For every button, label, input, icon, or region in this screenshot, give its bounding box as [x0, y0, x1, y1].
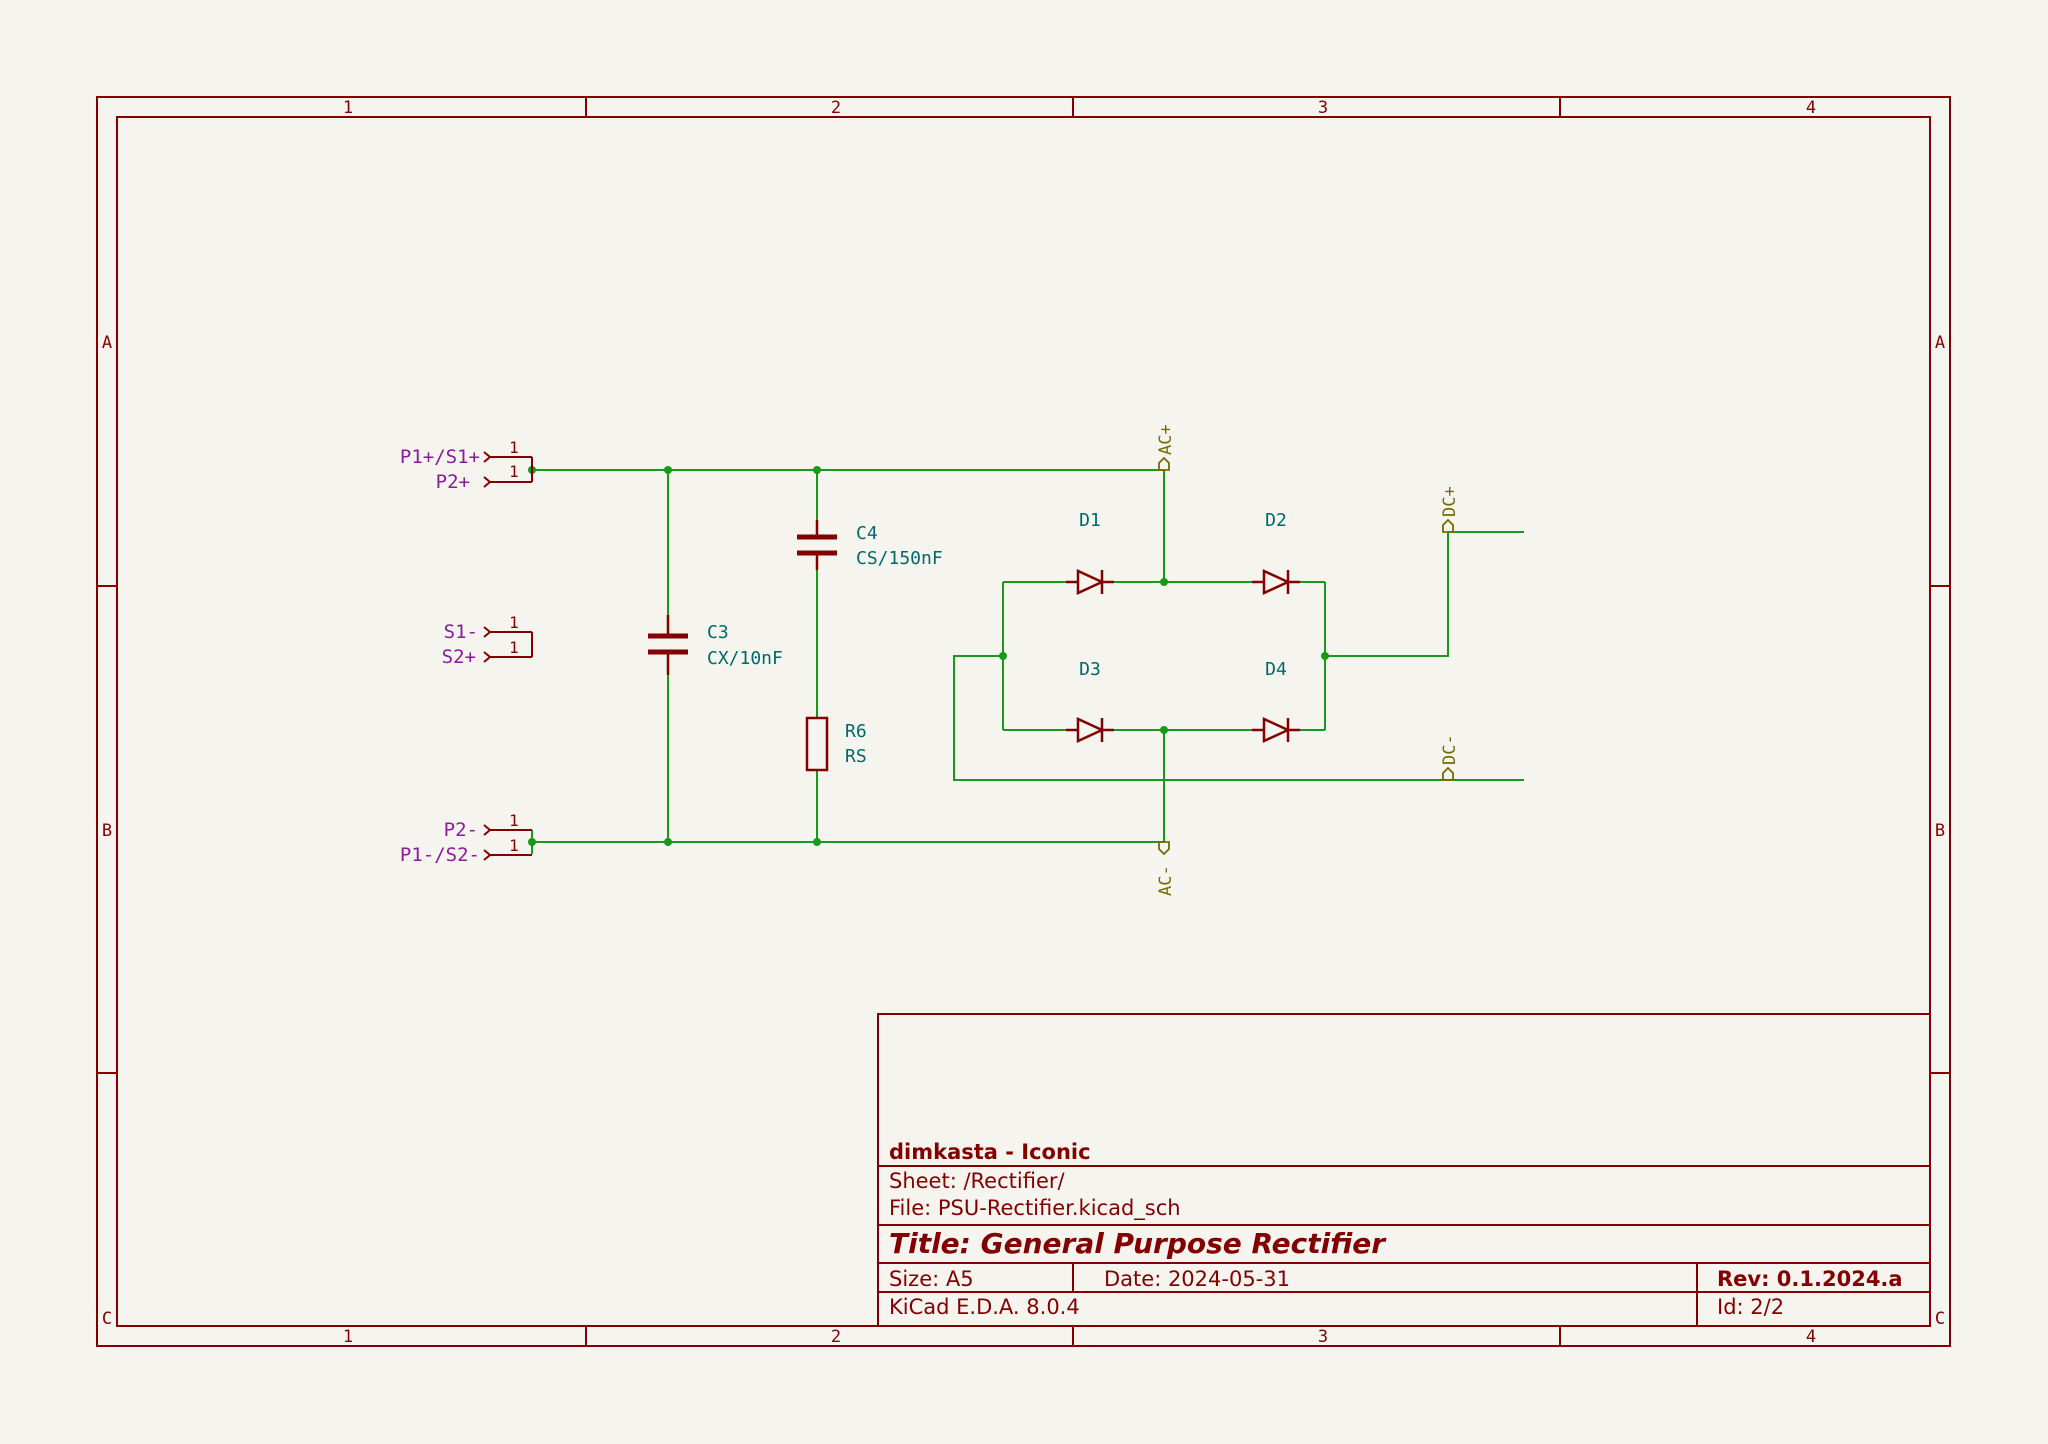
pin-number: 1	[509, 638, 519, 657]
sheet-title: Title: General Purpose Rectifier	[889, 1227, 1387, 1260]
component-value: CS/150nF	[856, 548, 943, 569]
pin-number: 1	[509, 836, 519, 855]
frame-col-label: 2	[831, 98, 841, 118]
frame-row-label: B	[102, 821, 112, 841]
frame-row-label: A	[102, 333, 112, 353]
title-block: dimkasta - Iconic Sheet: /Rectifier/ Fil…	[877, 1013, 1931, 1327]
frame-col-label: 1	[343, 98, 353, 118]
diode-d2: D2	[1252, 510, 1300, 595]
net-label-ac-plus: AC+	[1156, 424, 1176, 471]
connector-label: P1-/S2-	[400, 844, 480, 866]
net-label-text: DC+	[1440, 486, 1460, 517]
pin-number: 1	[509, 438, 519, 457]
frame-col-label: 3	[1318, 1327, 1328, 1347]
sheet-size: Size: A5	[889, 1267, 974, 1291]
connector-p1-s2-minus: P1-/S2- 1	[400, 836, 532, 866]
connector-s2-plus: S2+ 1	[442, 638, 532, 668]
junctions	[528, 466, 1329, 846]
frame-col-label: 4	[1806, 1327, 1816, 1347]
capacitor-c3: C3 CX/10nF	[648, 615, 783, 675]
connector-p2-plus: P2+ 1	[436, 462, 533, 493]
connector-p2-minus: P2- 1	[444, 811, 532, 841]
frame-row-label: B	[1935, 821, 1945, 841]
pin-number: 1	[509, 613, 519, 632]
sheet-date: Date: 2024-05-31	[1104, 1267, 1290, 1291]
net-label-ac-minus: AC-	[1156, 841, 1176, 896]
component-value: CX/10nF	[707, 648, 783, 669]
connector-label: P2-	[444, 819, 478, 841]
connector-label: S1-	[444, 621, 478, 643]
component-reference: D1	[1079, 510, 1101, 531]
component-reference: D2	[1265, 510, 1287, 531]
diode-d4: D4	[1252, 659, 1300, 743]
component-reference: C3	[707, 622, 729, 643]
pin-number: 1	[509, 462, 519, 481]
connector-label: S2+	[442, 646, 476, 668]
capacitor-c4: C4 CS/150nF	[797, 520, 943, 570]
frame-row-label: C	[102, 1309, 112, 1329]
component-reference: C4	[856, 523, 878, 544]
company-name: dimkasta - Iconic	[889, 1140, 1091, 1164]
net-label-dc-plus: DC+	[1440, 486, 1460, 533]
net-label-text: AC-	[1156, 865, 1176, 896]
net-label-dc-minus: DC-	[1440, 734, 1460, 781]
net-label-text: DC-	[1440, 734, 1460, 765]
wires	[531, 458, 1524, 854]
frame-col-label: 1	[343, 1327, 353, 1347]
frame-col-label: 4	[1806, 98, 1816, 118]
diode-d1: D1	[1066, 510, 1114, 595]
component-reference: D3	[1079, 659, 1101, 680]
sheet-path: Sheet: /Rectifier/	[889, 1169, 1066, 1193]
sheet-revision: Rev: 0.1.2024.a	[1717, 1267, 1903, 1291]
connector-label: P1+/S1+	[400, 446, 480, 468]
sheet-id: Id: 2/2	[1717, 1295, 1784, 1319]
frame-row-label: C	[1935, 1309, 1945, 1329]
connector-p1-s1-plus: P1+/S1+ 1	[400, 438, 533, 470]
component-reference: R6	[845, 721, 867, 742]
diode-d3: D3	[1066, 659, 1114, 743]
tool-version: KiCad E.D.A. 8.0.4	[889, 1295, 1080, 1319]
resistor-r6: R6 RS	[805, 716, 867, 772]
pin-number: 1	[509, 811, 519, 830]
connector-label: P2+	[436, 471, 470, 493]
frame-col-label: 2	[831, 1327, 841, 1347]
connector-s1-minus: S1- 1	[444, 613, 533, 657]
net-label-text: AC+	[1156, 424, 1176, 455]
component-value: RS	[845, 746, 867, 767]
file-name: File: PSU-Rectifier.kicad_sch	[889, 1196, 1181, 1221]
frame-col-label: 3	[1318, 98, 1328, 118]
component-reference: D4	[1265, 659, 1287, 680]
frame-row-label: A	[1935, 333, 1945, 353]
